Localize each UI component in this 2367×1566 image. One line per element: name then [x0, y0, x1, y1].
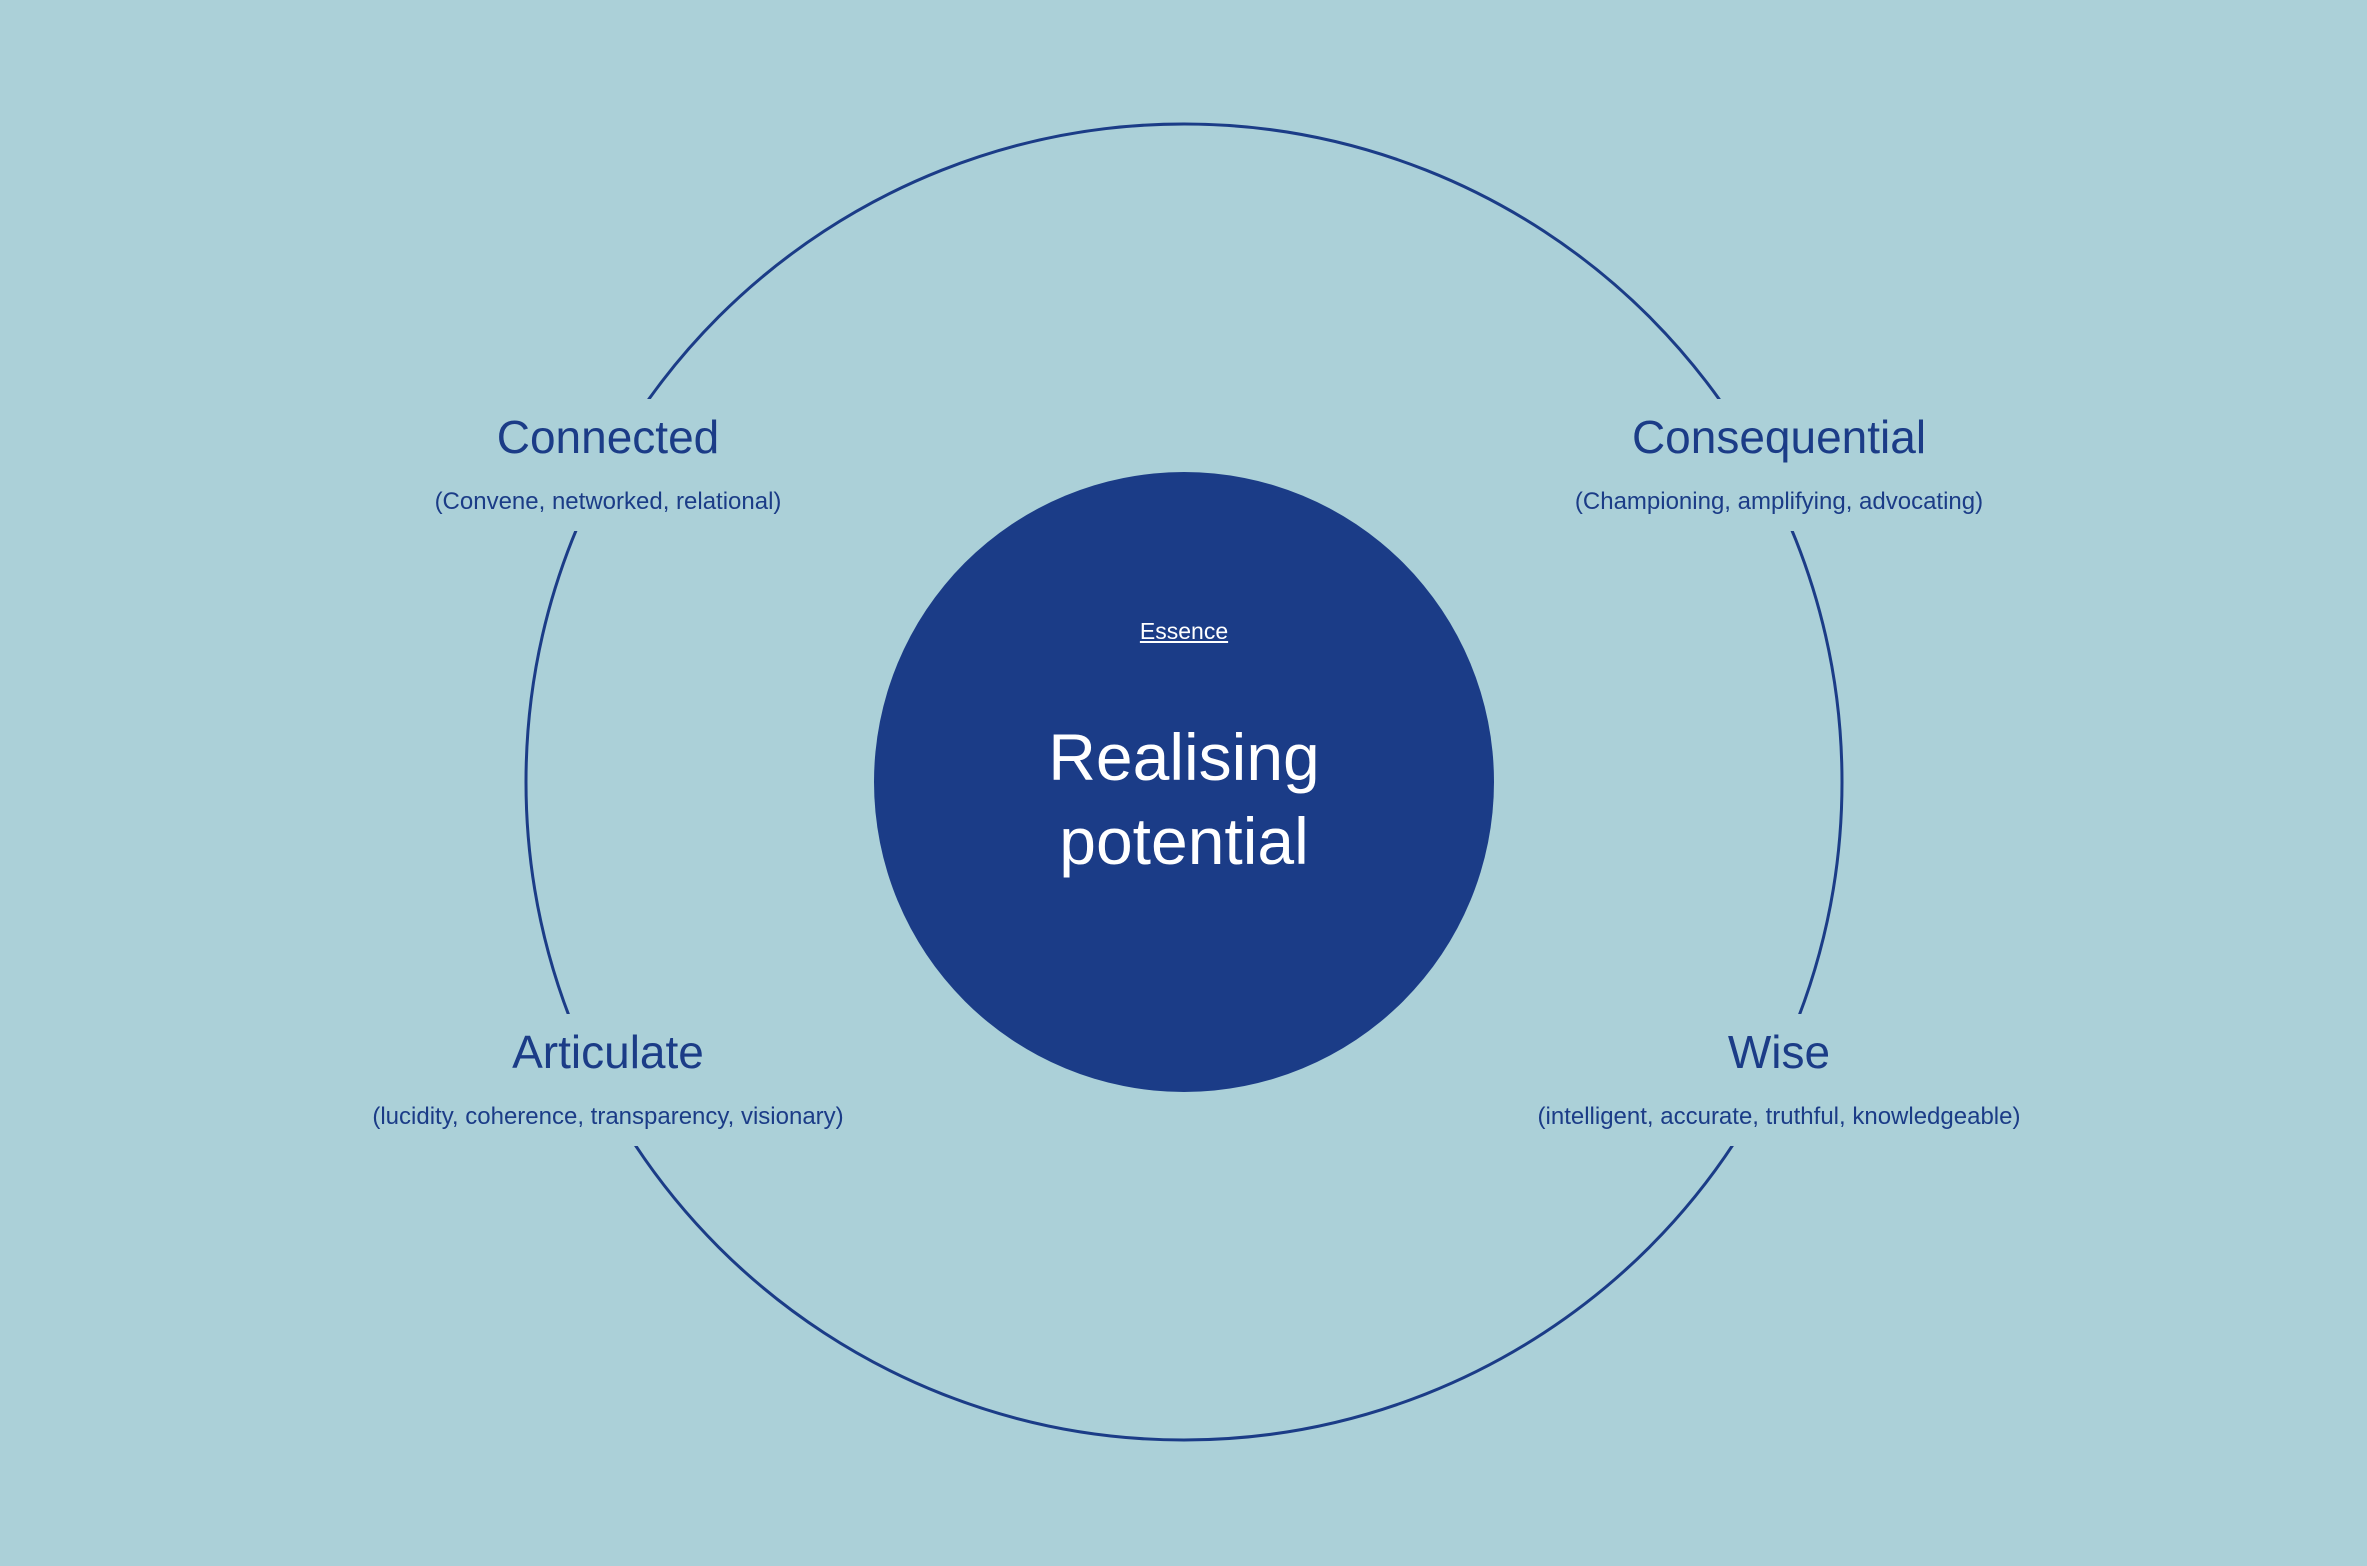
- node-subtitle: (intelligent, accurate, truthful, knowle…: [1537, 1103, 2021, 1130]
- core-circle: Essence Realising potential: [874, 472, 1494, 1092]
- node-articulate: Articulate (lucidity, coherence, transpa…: [328, 1014, 888, 1146]
- node-title: Connected: [496, 411, 720, 463]
- node-consequential: Consequential (Championing, amplifying, …: [1499, 399, 2059, 531]
- core-headline-line1: Realising: [1048, 720, 1320, 794]
- node-subtitle: (Championing, amplifying, advocating): [1574, 488, 1984, 515]
- node-wise: Wise (intelligent, accurate, truthful, k…: [1499, 1014, 2059, 1146]
- outer-ring-circle: [524, 122, 1844, 1442]
- core-headline-line2: potential: [1059, 804, 1309, 878]
- core-eyebrow: Essence: [1139, 618, 1229, 644]
- node-title: Articulate: [512, 1026, 704, 1078]
- node-connected: Connected (Convene, networked, relationa…: [328, 399, 888, 531]
- core-headline: Realising potential: [874, 715, 1494, 883]
- node-title: Consequential: [1631, 411, 1927, 463]
- node-subtitle: (lucidity, coherence, transparency, visi…: [372, 1103, 844, 1130]
- node-title: Wise: [1727, 1026, 1831, 1078]
- node-subtitle: (Convene, networked, relational): [434, 488, 782, 515]
